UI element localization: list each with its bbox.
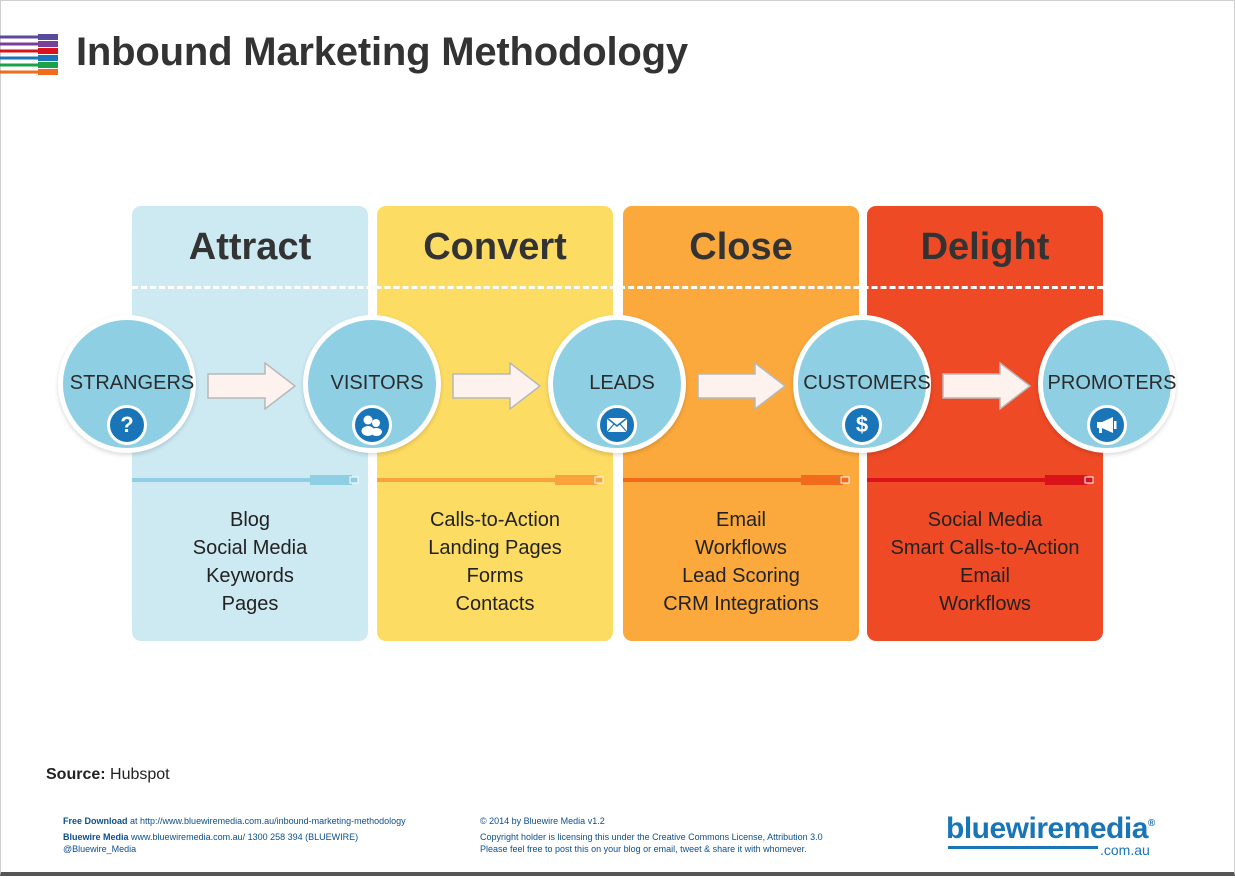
stage-tools-list: Social Media Smart Calls-to-Action Email… [867, 506, 1103, 618]
dollar-icon: $ [842, 405, 882, 445]
cable-close-icon [623, 475, 850, 485]
source-value: Hubspot [110, 766, 170, 783]
page-title: Inbound Marketing Methodology [76, 30, 688, 74]
tool-item: Pages [221, 593, 279, 615]
persona-customers: CUSTOMERS $ [793, 315, 931, 453]
tool-item: Email [959, 565, 1010, 587]
brand-mark: ® [1147, 818, 1155, 829]
persona-label: PROMOTERS [1047, 372, 1177, 394]
stage-title: Convert [423, 226, 567, 268]
stage-tools-list: Email Workflows Lead Scoring CRM Integra… [623, 506, 859, 618]
persona-leads: LEADS [548, 315, 686, 453]
persona-label: STRANGERS [69, 372, 195, 394]
megaphone-icon [1087, 405, 1127, 445]
arrow-right-icon [697, 362, 787, 410]
persona-strangers: STRANGERS ? [58, 315, 196, 453]
envelope-icon [597, 405, 637, 445]
download-link[interactable]: at http://www.bluewiremedia.com.au/inbou… [130, 816, 406, 826]
arrow-right-icon [942, 362, 1032, 410]
stage-divider-dashed [132, 286, 1103, 289]
stage-title: Close [689, 226, 793, 268]
tool-item: Blog [229, 509, 271, 531]
people-icon [352, 405, 392, 445]
footer-left: Free Download at http://www.bluewiremedi… [63, 815, 406, 855]
persona-promoters: PROMOTERS [1038, 315, 1176, 453]
tool-item: Social Media [927, 509, 1043, 531]
brand-logo: bluewiremedia® [946, 812, 1155, 846]
download-label: Free Download [63, 816, 128, 826]
tool-item: Forms [466, 565, 524, 587]
source-note: Source: Hubspot [46, 766, 170, 784]
twitter-handle[interactable]: @Bluewire_Media [63, 844, 137, 854]
tool-item: Workflows [695, 537, 787, 559]
stage-tools-list: Calls-to-Action Landing Pages Forms Cont… [377, 506, 613, 618]
company-info[interactable]: www.bluewiremedia.com.au/ 1300 258 394 (… [131, 832, 359, 842]
stage-title: Attract [188, 226, 312, 268]
persona-visitors: VISITORS [303, 315, 441, 453]
brand-domain: .com.au [1100, 842, 1150, 858]
arrow-right-icon [452, 362, 542, 410]
footer-middle: © 2014 by Bluewire Media v1.2 Copyright … [480, 815, 823, 855]
source-label: Source: [46, 766, 106, 783]
cable-attract-icon [132, 475, 359, 485]
tool-item: Social Media [192, 537, 308, 559]
brand-name: bluewiremedia [946, 812, 1148, 845]
cable-delight-icon [867, 475, 1094, 485]
cable-logo-icon [0, 34, 58, 75]
arrow-right-icon [207, 362, 297, 410]
stage-title: Delight [920, 226, 1050, 268]
tool-item: Email [715, 509, 766, 531]
company-label: Bluewire Media [63, 832, 129, 842]
tool-item: Lead Scoring [682, 565, 800, 587]
stage-tools-list: Blog Social Media Keywords Pages [132, 506, 368, 618]
question-icon: ? [107, 405, 147, 445]
tool-item: Workflows [939, 593, 1031, 615]
tool-item: Smart Calls-to-Action [890, 537, 1080, 559]
tool-item: Landing Pages [428, 537, 562, 559]
persona-label: LEADS [589, 372, 655, 394]
persona-label: VISITORS [330, 372, 424, 394]
tool-item: CRM Integrations [663, 593, 819, 615]
cable-convert-icon [377, 475, 604, 485]
tool-item: Keywords [206, 565, 294, 587]
brand-underline [948, 846, 1098, 849]
persona-label: CUSTOMERS [803, 372, 931, 394]
copyright-text: © 2014 by Bluewire Media v1.2 [480, 816, 605, 826]
tool-item: Contacts [455, 593, 535, 615]
license-text: Copyright holder is licensing this under… [480, 832, 823, 842]
license-text-2: Please feel free to post this on your bl… [480, 844, 807, 854]
tool-item: Calls-to-Action [429, 509, 561, 531]
